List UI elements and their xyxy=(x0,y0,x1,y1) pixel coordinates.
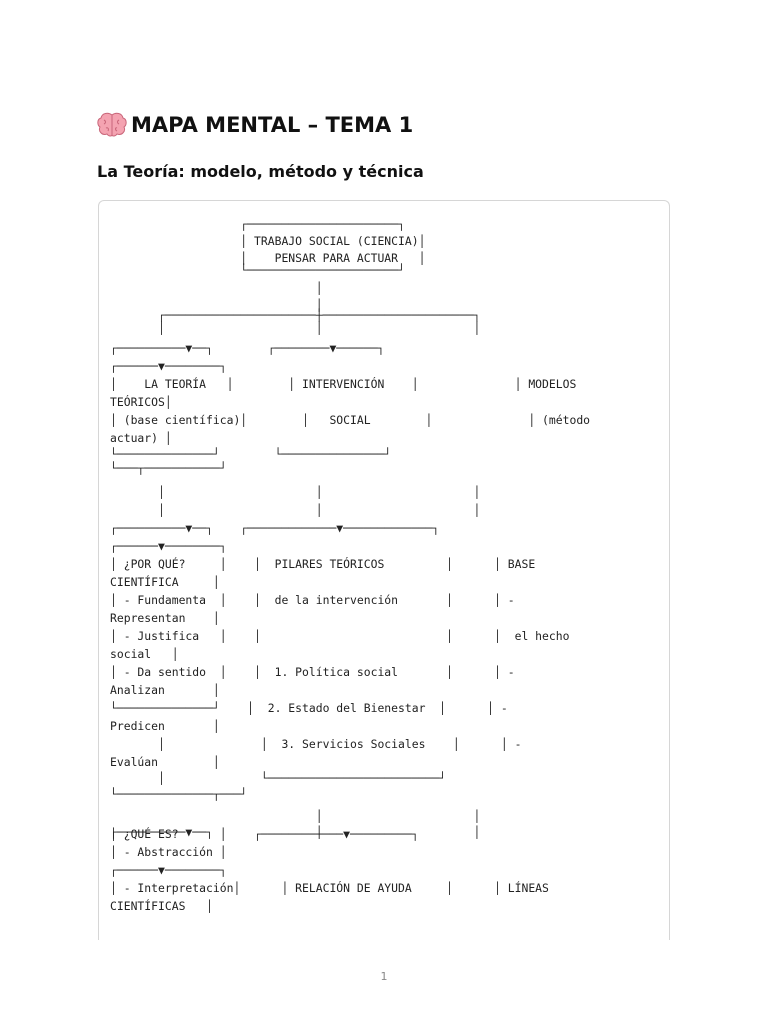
code-block: ┌──────────────────────┐ │ TRABAJO SOCIA… xyxy=(98,200,670,940)
code-line: ┌──────────▼──┐ ┌────────▼──────┐ xyxy=(110,341,385,355)
code-line: ┌──────────▼──┐ ┌─────────────▼─────────… xyxy=(110,521,440,535)
code-line: └──────────────┘ └───────────────┘ xyxy=(110,447,392,461)
code-line: │ - Abstracción │ xyxy=(110,845,227,859)
code-line: │ xyxy=(110,298,323,312)
code-line: │ LA TEORÍA │ │ INTERVENCIÓN │ │ MODELOS xyxy=(110,377,577,391)
code-line: │ │ │ xyxy=(110,485,481,499)
code-line: ┌──────────▼──┐ │ │ xyxy=(110,825,481,839)
code-line: ┌──────────────────────┼────────────────… xyxy=(110,308,481,322)
title-text: MAPA MENTAL – TEMA 1 xyxy=(131,113,414,137)
page-number: 1 xyxy=(380,970,388,983)
code-line: ┌──────────────────────┐ xyxy=(110,217,405,231)
code-line: actuar) │ xyxy=(110,431,172,445)
code-line: Representan │ xyxy=(110,611,220,625)
page-subtitle: La Teoría: modelo, método y técnica xyxy=(97,162,424,181)
code-line: │ - Interpretación│ │ RELACIÓN DE AYUDA … xyxy=(110,881,549,895)
code-line: │ (base científica)│ │ SOCIAL │ │ (métod… xyxy=(110,413,591,427)
code-line: │ ¿QUÉ ES? │ ┌────────────▼─────────┐ xyxy=(110,827,419,841)
code-line: Predicen │ xyxy=(110,719,220,733)
code-line: └──────────────┬───┘ xyxy=(110,787,248,801)
code-line: │ │ 3. Servicios Sociales │ │ - xyxy=(110,737,522,751)
code-line: CIENTÍFICA │ xyxy=(110,575,220,589)
code-line: TEÓRICOS│ xyxy=(110,395,172,409)
code-line: ┌──────▼────────┐ xyxy=(110,863,227,877)
code-line: │ │ │ xyxy=(110,321,481,335)
code-line: │ xyxy=(110,281,323,295)
code-line: │ - Justifica │ │ │ │ el hecho xyxy=(110,629,570,643)
code-line: │ TRABAJO SOCIAL (CIENCIA)│ xyxy=(110,234,426,248)
code-line: │ │ │ xyxy=(110,503,481,517)
code-line: social │ xyxy=(110,647,179,661)
code-line: CIENTÍFICAS │ xyxy=(110,899,213,913)
page-title: MAPA MENTAL – TEMA 1 xyxy=(97,112,413,138)
code-line: │ - Da sentido │ │ 1. Política social │ … xyxy=(110,665,515,679)
code-line: ┌──────▼────────┐ xyxy=(110,359,227,373)
code-line: │ │ xyxy=(110,809,481,823)
code-line: └───┬───────────┘ xyxy=(110,461,227,475)
code-line: └──────────────────────┘ xyxy=(110,263,405,277)
code-line: │ ¿POR QUÉ? │ │ PILARES TEÓRICOS │ │ BAS… xyxy=(110,557,536,571)
code-line: ┌──────▼────────┐ xyxy=(110,539,227,553)
code-line: │ - Fundamenta │ │ de la intervención │ … xyxy=(110,593,515,607)
code-line: Analizan │ xyxy=(110,683,220,697)
code-line: │ └─────────────────────────┘ xyxy=(110,771,447,785)
code-line: └──────────────┘ │ 2. Estado del Bienest… xyxy=(110,701,508,715)
code-line: Evalúan │ xyxy=(110,755,220,769)
brain-icon xyxy=(97,112,127,138)
code-line: │ PENSAR PARA ACTUAR │ xyxy=(110,251,426,265)
